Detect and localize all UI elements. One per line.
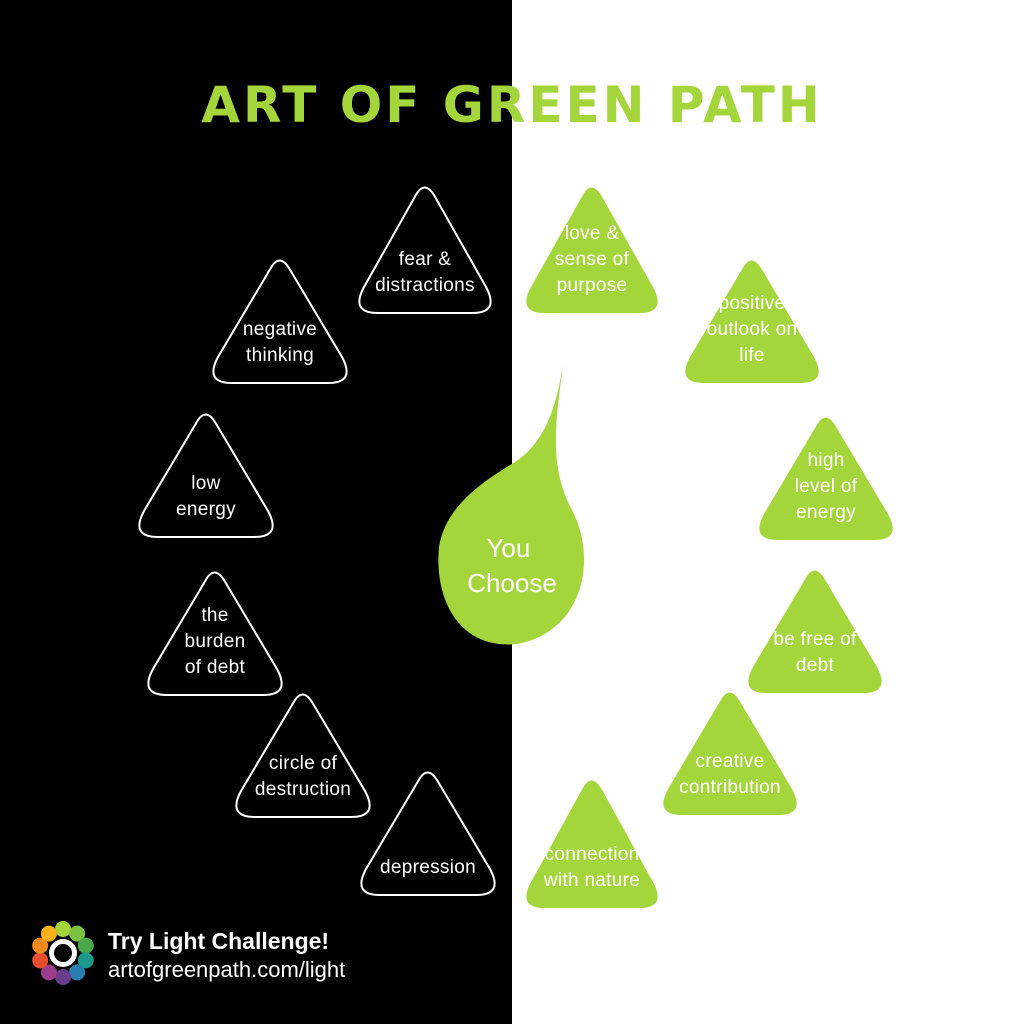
negative-path-label: fear & distractions (375, 249, 475, 296)
negative-path-label: the burden of debt (185, 605, 246, 678)
logo-petal-icon (69, 964, 86, 981)
negative-path-label-line: depression (380, 857, 476, 878)
positive-path-label-line: love & (565, 223, 620, 244)
negative-path-label-line: fear & (399, 249, 452, 270)
negative-path-triangle-shape (358, 186, 492, 314)
drop-label-line: Choose (467, 568, 557, 598)
positive-path-label-line: energy (796, 502, 856, 523)
positive-path-label: high level of energy (795, 450, 858, 523)
negative-path-label-line: energy (176, 499, 236, 520)
drop-label-line: You (486, 533, 530, 563)
positive-path-label-line: level of (795, 476, 858, 497)
positive-path-triangle-shape (663, 692, 797, 815)
positive-path-label-line: high (807, 450, 844, 471)
positive-path-label-line: outlook on (707, 319, 798, 340)
negative-path-label-line: low (191, 473, 220, 494)
negative-path-label: low energy (176, 473, 236, 520)
negative-path-label: depression (380, 857, 476, 878)
positive-path-label-line: debt (796, 655, 835, 676)
drop-label: You Choose (467, 533, 557, 598)
positive-path-label-line: purpose (557, 275, 628, 296)
positive-path-triangle-shape (759, 417, 893, 540)
negative-path-label-line: burden (185, 631, 246, 652)
footer-url-link[interactable]: artofgreenpath.com/light (108, 957, 346, 982)
positive-path-label-line: with nature (543, 870, 640, 891)
title-left-part: ART OF GREEN PATH (201, 76, 822, 134)
positive-path-label: be free of debt (773, 629, 857, 676)
negative-path-label-line: distractions (375, 275, 475, 296)
logo-petal-icon (32, 952, 49, 969)
positive-path-item: positive outlook on life (685, 260, 819, 383)
positive-path-item: creative contribution (663, 692, 797, 815)
positive-path-triangle-shape (685, 260, 819, 383)
negative-path-label-line: circle of (269, 753, 338, 774)
logo-petal-icon (55, 969, 71, 985)
positive-path-item: high level of energy (759, 417, 893, 540)
negative-path-triangle-shape (138, 413, 274, 538)
sun-flower-logo-icon (32, 921, 94, 985)
negative-path-triangle-shape (147, 571, 283, 696)
negative-path-item: the burden of debt (147, 571, 283, 696)
positive-path-label-line: sense of (555, 249, 630, 270)
negative-path-triangle-shape (235, 693, 371, 818)
negative-path-item: circle of destruction (235, 693, 371, 818)
footer: Try Light Challenge! artofgreenpath.com/… (108, 926, 345, 984)
negative-path-triangles: fear & distractions negative thinking low ene… (138, 186, 496, 896)
you-choose-drop: You Choose (438, 365, 585, 645)
drop-shape (438, 365, 585, 645)
negative-path-item: negative thinking (212, 259, 348, 384)
positive-path-label: connection with nature (543, 844, 640, 891)
positive-path-triangles: love & sense of purpose positive outlook on l… (526, 187, 893, 908)
positive-path-triangle-shape (748, 570, 882, 693)
negative-path-item: low energy (138, 413, 274, 538)
logo-petal-icon (69, 925, 86, 942)
negative-path-label-line: destruction (255, 779, 351, 800)
positive-path-item: love & sense of purpose (526, 187, 658, 313)
negative-path-item: fear & distractions (358, 186, 492, 314)
positive-path-label: love & sense of purpose (555, 223, 630, 296)
negative-path-triangle-shape (360, 771, 496, 896)
negative-path-label: circle of destruction (255, 753, 351, 800)
positive-path-item: connection with nature (526, 780, 658, 908)
title-right-part: ART OF GREEN PATH (201, 76, 822, 134)
negative-path-label-line: thinking (246, 345, 314, 366)
logo-petal-icon (77, 937, 94, 954)
positive-path-triangle-shape (526, 780, 658, 908)
negative-path-item: depression (360, 771, 496, 896)
positive-path-item: be free of debt (748, 570, 882, 693)
positive-path-label-line: be free of (773, 629, 857, 650)
positive-path-label-line: life (739, 345, 765, 366)
negative-path-label-line: of debt (185, 657, 246, 678)
logo-petal-icon (32, 937, 49, 954)
negative-path-label: negative thinking (243, 319, 317, 366)
title: ART OF GREEN PATH ART OF GREEN PATH (201, 76, 822, 134)
positive-path-label-line: connection (545, 844, 640, 865)
positive-path-triangle-shape (526, 187, 658, 313)
logo-petal-icon (40, 964, 57, 981)
positive-path-label-line: positive (719, 293, 786, 314)
logo-petal-icon (77, 952, 94, 969)
negative-path-triangle-shape (212, 259, 348, 384)
negative-path-label-line: negative (243, 319, 317, 340)
positive-path-label-line: contribution (679, 777, 781, 798)
negative-path-label-line: the (201, 605, 228, 626)
positive-path-label: positive outlook on life (707, 293, 798, 366)
positive-path-label: creative contribution (679, 751, 781, 798)
logo-petal-icon (40, 925, 57, 942)
cta-text: Try Light Challenge! (108, 928, 330, 954)
logo-petal-icon (55, 921, 71, 937)
positive-path-label-line: creative (696, 751, 765, 772)
